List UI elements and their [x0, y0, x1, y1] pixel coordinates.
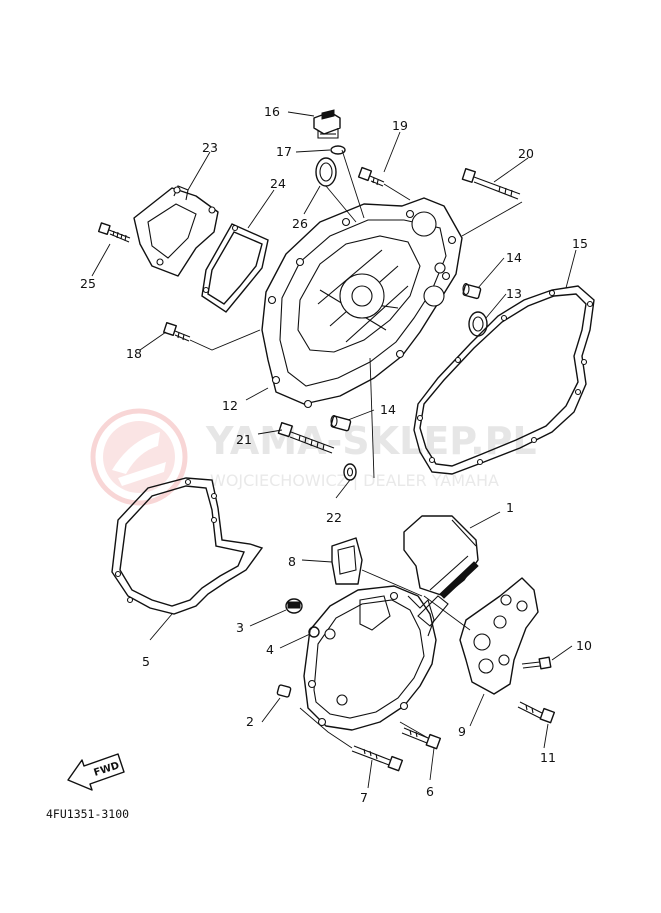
part-25-bolt — [97, 222, 131, 243]
part-9-guard-plate — [459, 577, 539, 695]
part-10-bolt — [521, 656, 552, 670]
callout-14-lower: 14 — [380, 402, 396, 417]
watermark: YAMA-SKLEP.PL WOJCIECHOWICZ | DEALER YAM… — [90, 408, 537, 506]
part-lower-crankcase-cover — [303, 585, 449, 731]
part-5-lower-gasket — [111, 477, 264, 615]
part-2-dowel — [276, 684, 292, 698]
callout-13: 13 — [506, 286, 522, 301]
part-3-check-plug — [285, 598, 303, 614]
callout-23: 23 — [202, 140, 218, 155]
callout-22: 22 — [326, 510, 342, 525]
callout-16: 16 — [264, 104, 280, 119]
part-12-crankcase-cover — [261, 197, 463, 409]
part-17-o-ring — [330, 145, 346, 155]
part-1-chain-cover — [403, 515, 479, 599]
watermark-tagline: WOJCIECHOWICZ | DEALER YAMAHA — [210, 471, 499, 490]
watermark-logo — [90, 408, 188, 506]
callout-25: 25 — [80, 276, 96, 291]
leader-lines — [91, 111, 577, 789]
part-7-bolt — [351, 745, 404, 772]
part-8-plate — [331, 537, 363, 585]
diagram-part-number: 4FU1351-3100 — [46, 807, 129, 821]
callout-15: 15 — [572, 236, 588, 251]
part-22-washer — [343, 463, 357, 481]
callout-2: 2 — [246, 714, 254, 729]
callout-1: 1 — [506, 500, 514, 515]
callout-20: 20 — [518, 146, 534, 161]
part-20-long-bolt — [461, 167, 521, 200]
callout-18: 18 — [126, 346, 142, 361]
callout-11: 11 — [540, 750, 556, 765]
part-21-long-bolt — [277, 421, 335, 454]
part-4-o-ring — [308, 626, 320, 638]
callout-4: 4 — [266, 642, 274, 657]
callout-21: 21 — [236, 432, 252, 447]
callout-6: 6 — [426, 784, 434, 799]
callout-labels: 16 17 19 20 23 24 26 25 14 15 13 18 12 1… — [80, 104, 592, 805]
callout-10: 10 — [576, 638, 592, 653]
part-18-bolt — [162, 321, 191, 342]
callout-17: 17 — [276, 144, 292, 159]
part-14-dowel-lower — [330, 414, 352, 432]
callout-9: 9 — [458, 724, 466, 739]
callout-14-upper: 14 — [506, 250, 522, 265]
part-26-oil-seal — [315, 157, 337, 187]
part-19-bolt — [357, 166, 385, 187]
callout-19: 19 — [392, 118, 408, 133]
callout-8: 8 — [288, 554, 296, 569]
part-23-cap-cover — [133, 185, 219, 277]
callout-5: 5 — [142, 654, 150, 669]
part-15-cover-gasket — [413, 285, 595, 475]
watermark-name: YAMA-SKLEP.PL — [205, 419, 537, 463]
part-24-cap-gasket — [201, 223, 269, 313]
part-6-bolt — [401, 727, 442, 750]
fwd-arrow: FWD — [67, 753, 125, 791]
part-11-bolt — [517, 701, 556, 724]
callout-24: 24 — [270, 176, 286, 191]
callout-3: 3 — [236, 620, 244, 635]
part-14-dowel-upper — [462, 282, 482, 300]
callout-12: 12 — [222, 398, 238, 413]
part-16-filler-plug — [313, 109, 341, 139]
callout-26: 26 — [292, 216, 308, 231]
callout-7: 7 — [360, 790, 368, 805]
part-13-seal — [468, 311, 488, 337]
